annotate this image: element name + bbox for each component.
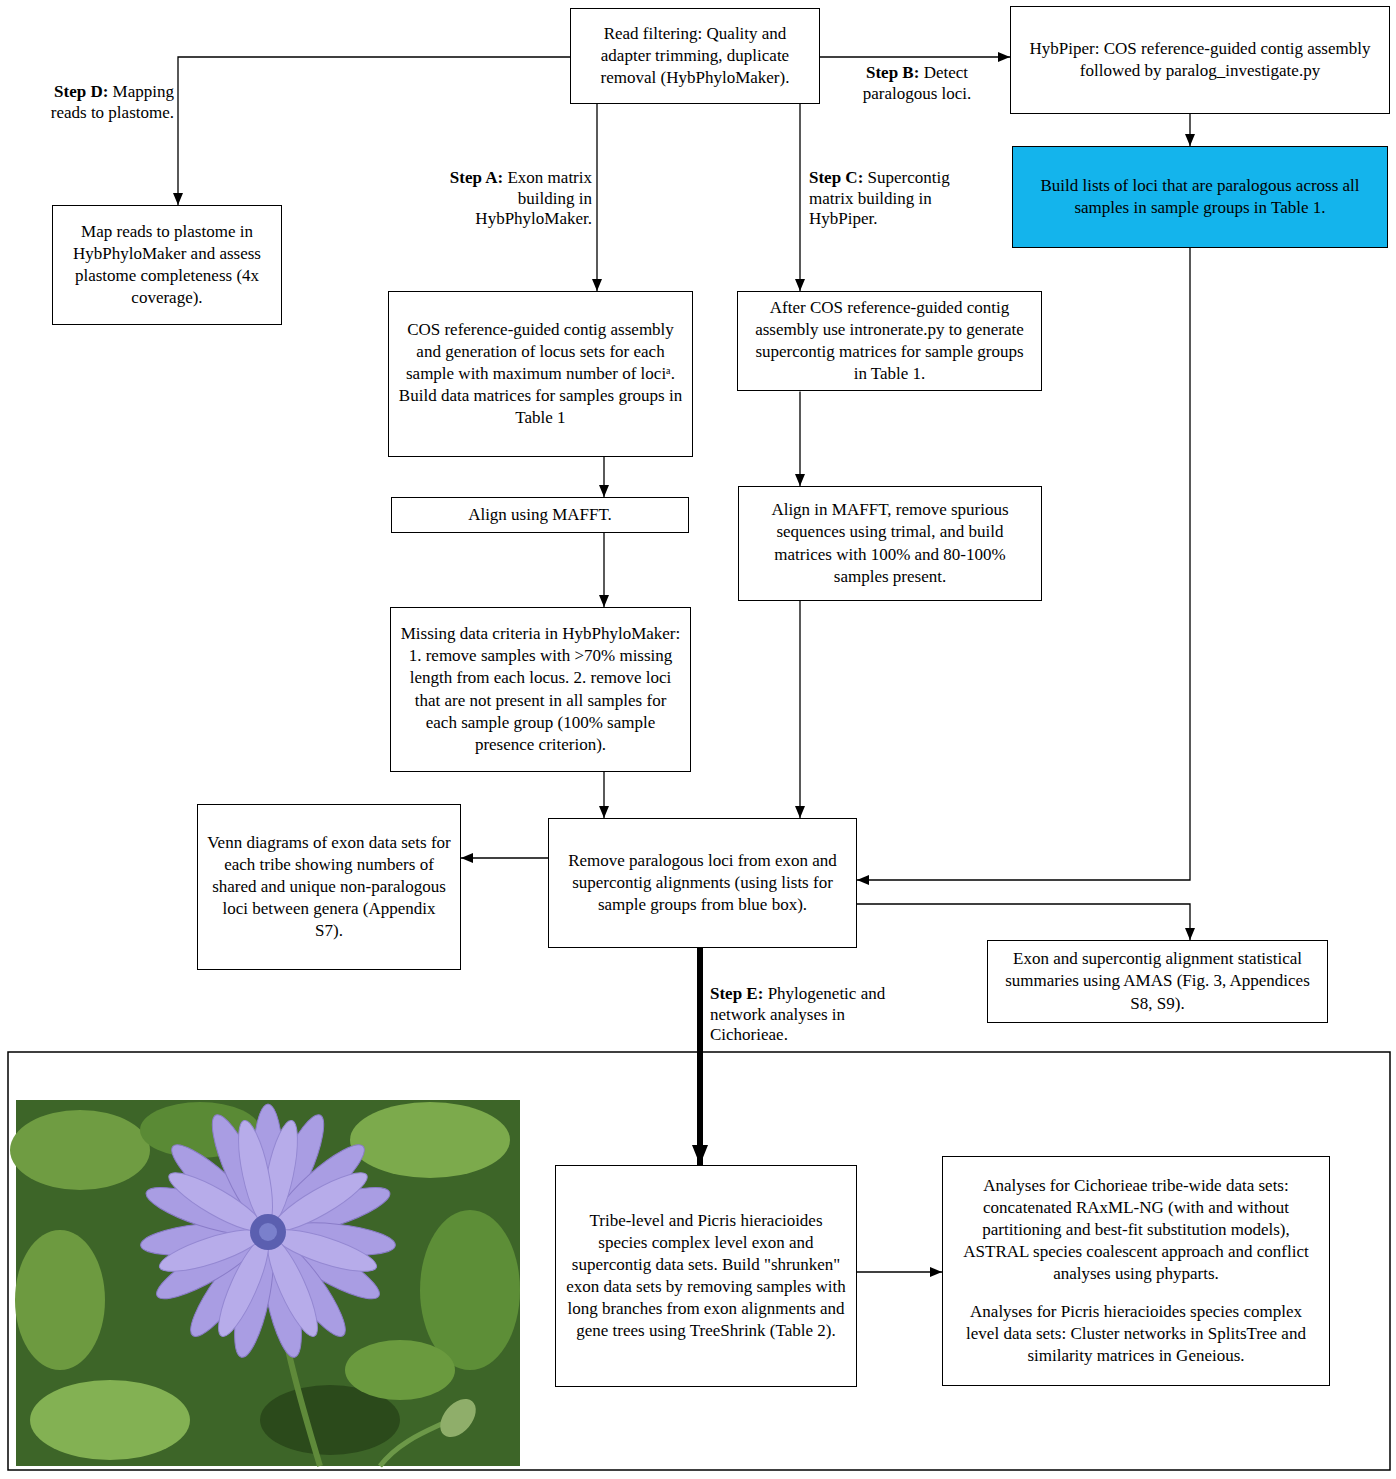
process-box: Read filtering: Quality and adapter trim… bbox=[570, 8, 820, 104]
connector-arrow bbox=[799, 601, 800, 818]
connector-arrow bbox=[697, 948, 703, 1165]
step-label: Step E: Phylogenetic and network analyse… bbox=[708, 984, 906, 1046]
flower-head bbox=[139, 1104, 397, 1360]
node-text: Remove paralogous loci from exon and sup… bbox=[558, 850, 847, 916]
flower-disk bbox=[259, 1223, 277, 1241]
leaf bbox=[30, 1380, 190, 1460]
node-text: COS reference-guided contig assembly and… bbox=[398, 319, 683, 429]
connector-arrow bbox=[603, 457, 604, 497]
process-box: Map reads to plastome in HybPhyloMaker a… bbox=[52, 205, 282, 325]
process-box: Tribe-level and Picris hieracioides spec… bbox=[555, 1165, 857, 1387]
leaf bbox=[345, 1340, 455, 1400]
leaf bbox=[350, 1102, 510, 1178]
output-box: Venn diagrams of exon data sets for each… bbox=[197, 804, 461, 970]
step-label: Step A: Exon matrix building in HybPhylo… bbox=[428, 168, 594, 230]
node-text: Exon and supercontig alignment statistic… bbox=[997, 948, 1318, 1014]
connector-arrow bbox=[603, 772, 604, 818]
analysis-box: Analyses for Cichorieae tribe-wide data … bbox=[942, 1156, 1330, 1386]
connector-arrow bbox=[857, 1271, 942, 1272]
connector-arrow bbox=[799, 391, 800, 486]
flower-photo bbox=[10, 1100, 520, 1466]
process-box: COS reference-guided contig assembly and… bbox=[388, 291, 693, 457]
node-text: Analyses for Cichorieae tribe-wide data … bbox=[952, 1175, 1320, 1285]
process-box: Remove paralogous loci from exon and sup… bbox=[548, 818, 857, 948]
process-box: Align in MAFFT, remove spurious sequence… bbox=[738, 486, 1042, 601]
step-label: Step C: Supercontig matrix building in H… bbox=[807, 168, 993, 230]
flower-disk bbox=[250, 1214, 286, 1250]
step-label: Step B: Detect paralogous loci. bbox=[826, 63, 1008, 104]
connector-arrow bbox=[1189, 114, 1190, 146]
node-text: Align in MAFFT, remove spurious sequence… bbox=[748, 499, 1032, 587]
node-text: Read filtering: Quality and adapter trim… bbox=[580, 23, 810, 89]
step-label: Step D: Mapping reads to plastome. bbox=[36, 82, 176, 123]
connector-arrow bbox=[799, 104, 800, 291]
leaf bbox=[15, 1230, 105, 1370]
process-box: HybPiper: COS reference-guided contig as… bbox=[1010, 6, 1390, 114]
node-text: Missing data criteria in HybPhyloMaker: … bbox=[400, 623, 681, 756]
connector-arrow bbox=[857, 904, 1190, 940]
connector-arrow bbox=[820, 56, 1010, 57]
connector-arrow bbox=[596, 104, 597, 291]
node-text: After COS reference-guided contig assemb… bbox=[747, 297, 1032, 385]
process-box: Missing data criteria in HybPhyloMaker: … bbox=[390, 607, 691, 772]
node-text: Analyses for Picris hieracioides species… bbox=[952, 1301, 1320, 1367]
process-box: Align using MAFFT. bbox=[391, 497, 689, 533]
connector-arrow bbox=[603, 533, 604, 607]
flower-bud bbox=[433, 1392, 483, 1444]
node-text: Align using MAFFT. bbox=[468, 504, 612, 526]
node-text: Map reads to plastome in HybPhyloMaker a… bbox=[62, 221, 272, 309]
output-box: Exon and supercontig alignment statistic… bbox=[987, 940, 1328, 1023]
leaf bbox=[420, 1210, 520, 1370]
stem bbox=[380, 1420, 450, 1466]
node-text: Tribe-level and Picris hieracioides spec… bbox=[565, 1210, 847, 1343]
connector-arrow bbox=[461, 857, 548, 858]
node-text: Venn diagrams of exon data sets for each… bbox=[207, 832, 451, 942]
leaf bbox=[10, 1110, 150, 1190]
node-text: HybPiper: COS reference-guided contig as… bbox=[1020, 38, 1380, 82]
petal bbox=[232, 1118, 280, 1229]
highlight-box: Build lists of loci that are paralogous … bbox=[1012, 146, 1388, 248]
process-box: After COS reference-guided contig assemb… bbox=[737, 291, 1042, 391]
node-text: Build lists of loci that are paralogous … bbox=[1022, 175, 1378, 219]
